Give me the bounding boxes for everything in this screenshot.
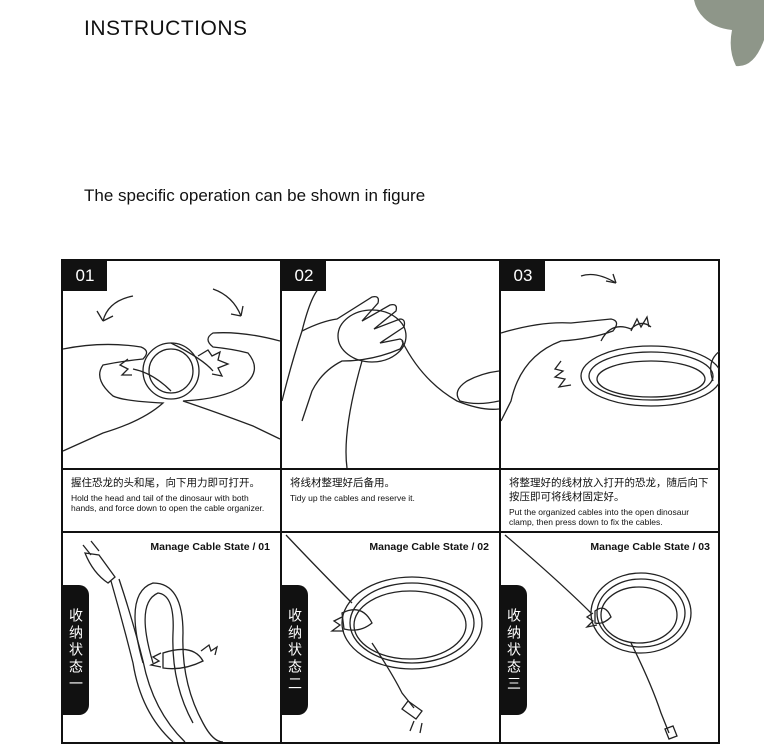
step-3-badge: 03 [501, 261, 545, 291]
step-2-caption-en: Tidy up the cables and reserve it. [290, 493, 415, 503]
state-3-cn-text: 收纳状态三 [506, 607, 522, 693]
state-2-cn-tag: 收纳状态二 [282, 585, 308, 715]
state-1-panel: Manage Cable State / 01 收纳状态一 [63, 533, 280, 742]
corner-decoration [694, 0, 764, 67]
step-1-caption-en: Hold the head and tail of the dinosaur w… [71, 493, 265, 513]
step-1-illustration: 01 [63, 261, 280, 468]
state-1-label: Manage Cable State / 01 [150, 541, 270, 553]
page-subtitle: The specific operation can be shown in f… [84, 186, 426, 205]
state-2-label: Manage Cable State / 02 [369, 541, 489, 553]
step-3-illustration: 03 [501, 261, 720, 468]
state-2-cn-text: 收纳状态二 [287, 607, 303, 693]
step-1-caption: 握住恐龙的头和尾，向下用力即可打开。 Hold the head and tai… [71, 476, 276, 513]
state-3-label: Manage Cable State / 03 [590, 541, 710, 553]
page-title: INSTRUCTIONS [84, 17, 248, 40]
state-2-panel: Manage Cable State / 02 收纳状态二 [282, 533, 499, 742]
state-1-cn-tag: 收纳状态一 [63, 585, 89, 715]
step-2-illustration: 02 [282, 261, 499, 468]
step-3-caption-en: Put the organized cables into the open d… [509, 507, 690, 527]
step-1-badge: 01 [63, 261, 107, 291]
step-2-caption: 将线材整理好后备用。 Tidy up the cables and reserv… [290, 476, 495, 503]
step-2-caption-cn: 将线材整理好后备用。 [290, 477, 395, 489]
step-2-badge: 02 [282, 261, 326, 291]
step-3-caption: 将整理好的线材放入打开的恐龙，随后向下按压即可将线材固定好。 Put the o… [509, 476, 714, 527]
state-3-cn-tag: 收纳状态三 [501, 585, 527, 715]
instruction-grid: 01 02 03 握住恐龙的头和尾，向下用力即可打开。 Hold the [61, 259, 720, 744]
state-1-cn-text: 收纳状态一 [68, 607, 84, 693]
state-3-panel: Manage Cable State / 03 收纳状态三 [501, 533, 720, 742]
step-1-caption-cn: 握住恐龙的头和尾，向下用力即可打开。 [71, 477, 260, 489]
step-3-caption-cn: 将整理好的线材放入打开的恐龙，随后向下按压即可将线材固定好。 [509, 477, 709, 503]
